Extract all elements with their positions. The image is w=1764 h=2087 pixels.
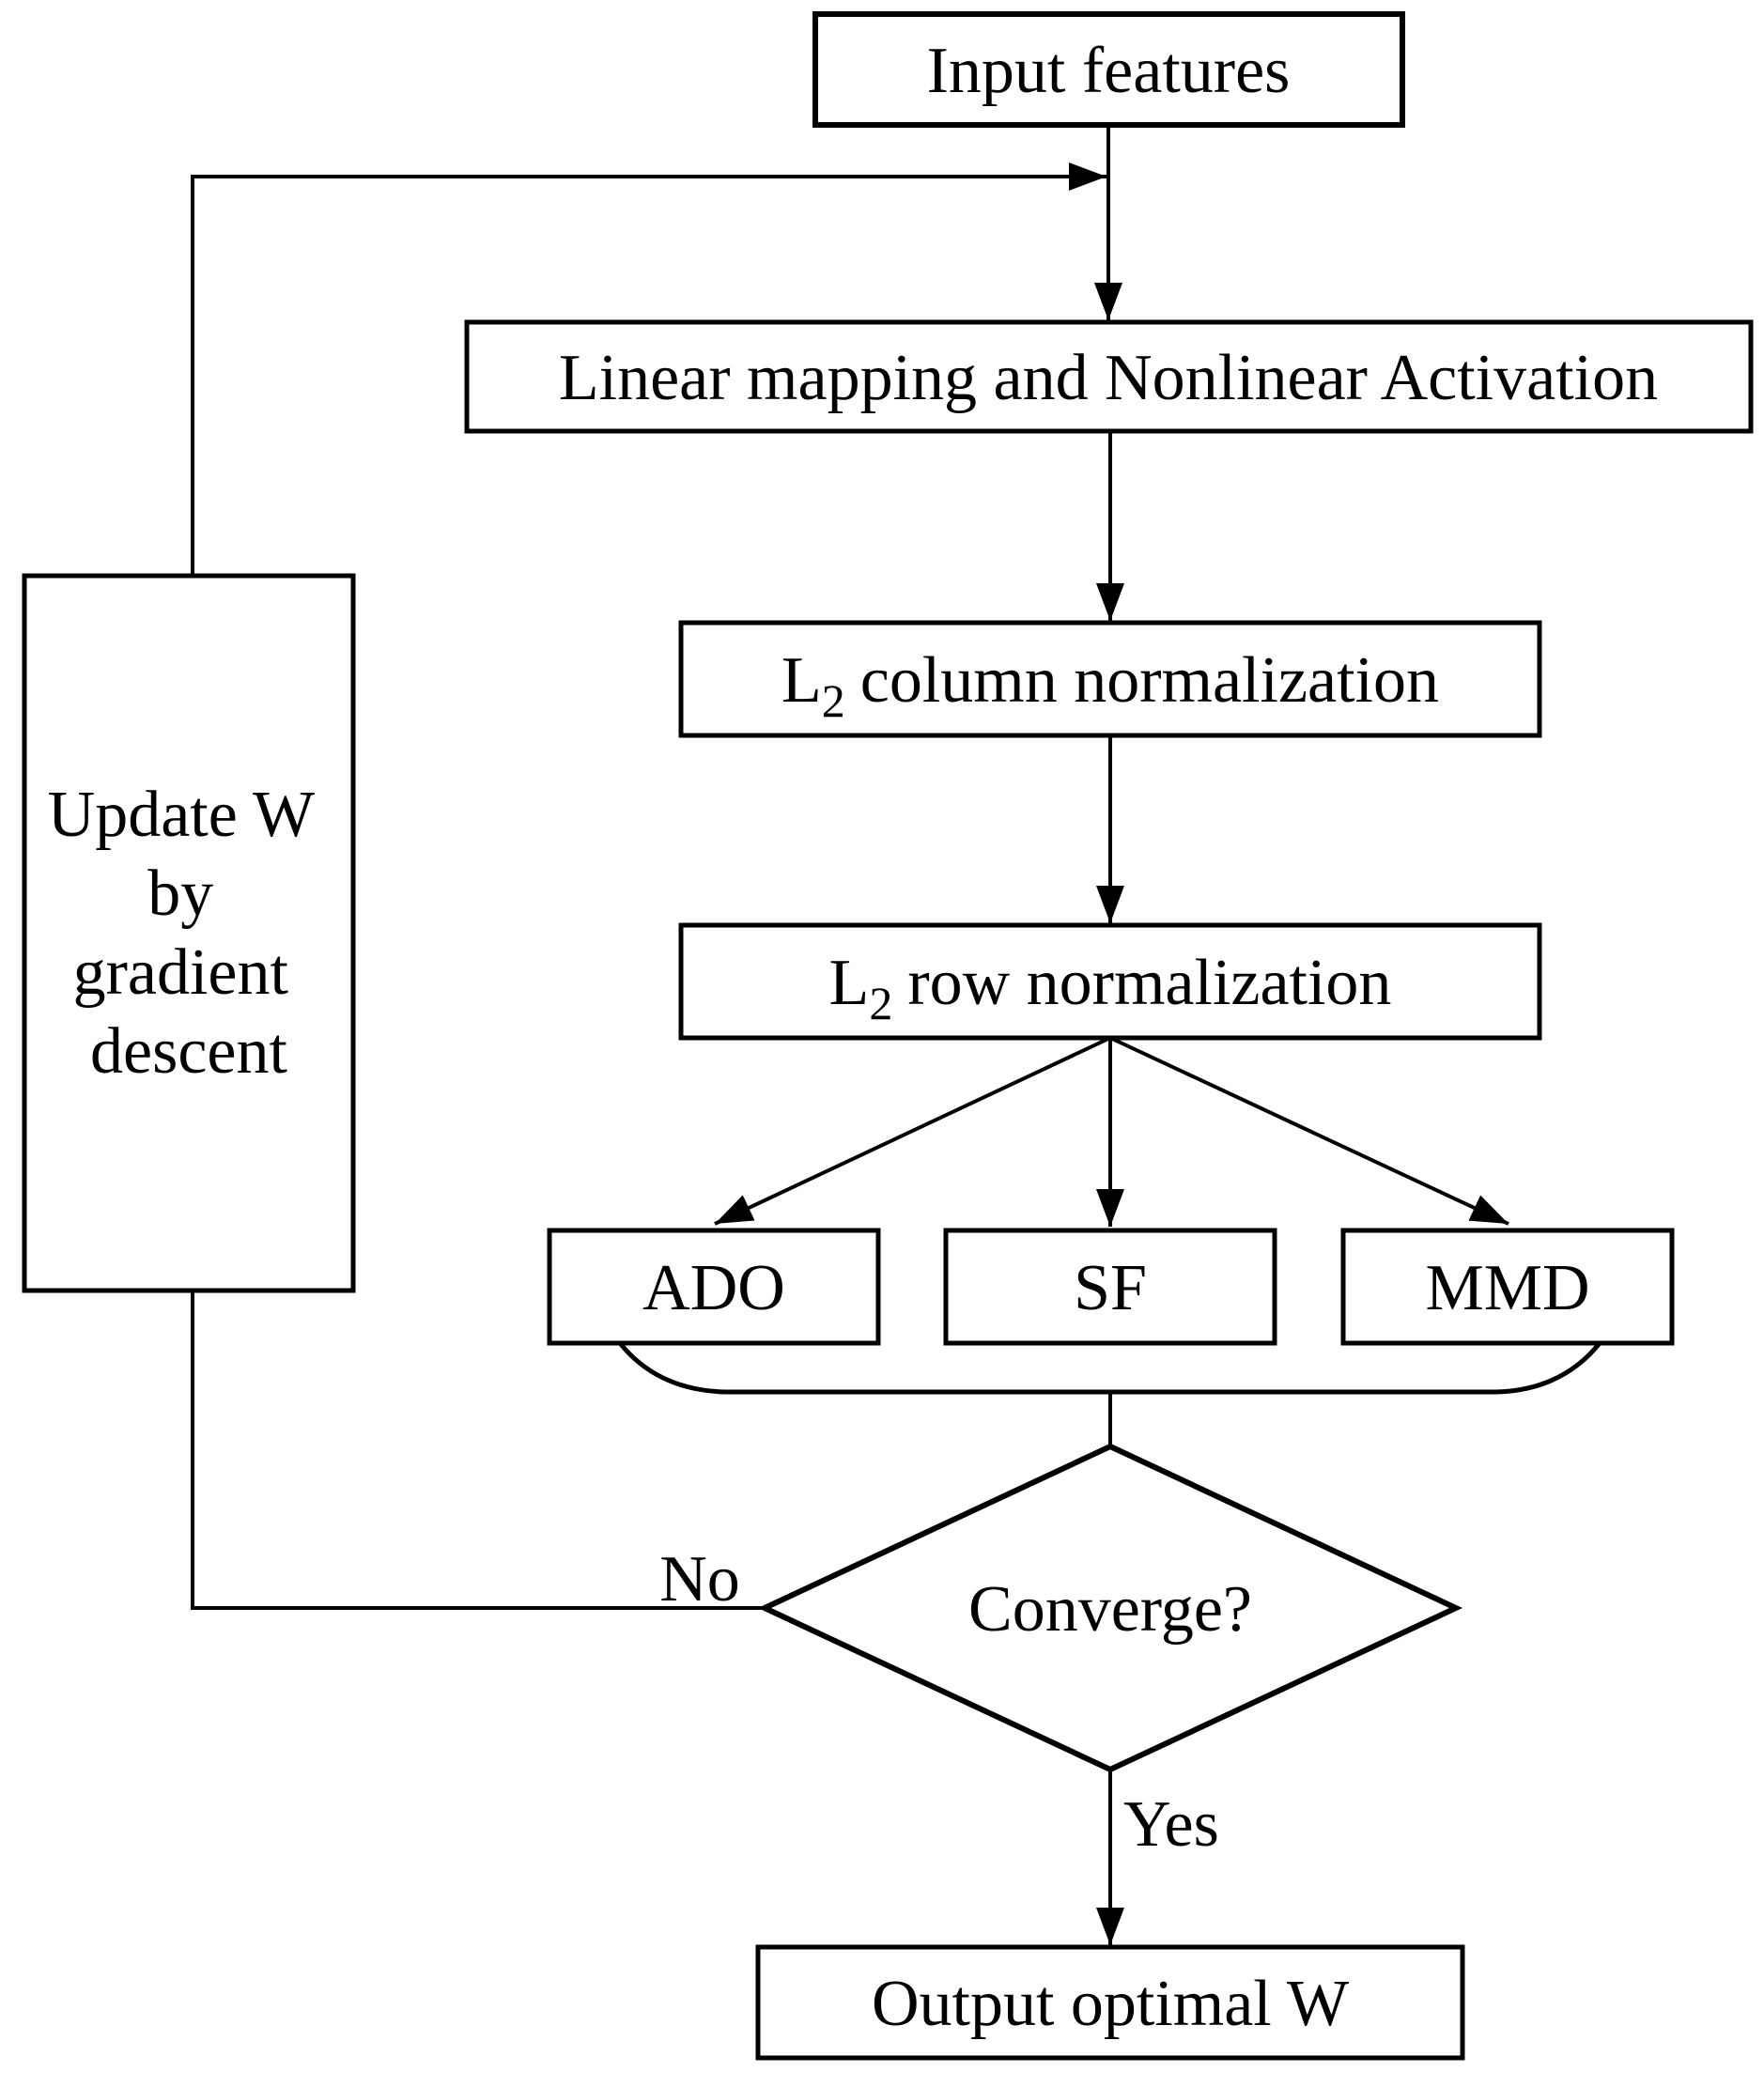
connector-l2row-to-ado xyxy=(714,1036,1111,1226)
node-update-w-label: Update W by gradient descent xyxy=(48,779,331,1088)
update-w-line-2: by xyxy=(147,858,213,930)
l2col-subscript: 2 xyxy=(822,674,845,727)
connector-no-loop xyxy=(191,1291,765,1610)
node-output-optimal-w xyxy=(755,1944,1465,2061)
node-output-optimal-w-label: Output optimal W xyxy=(872,1968,1349,2040)
l2row-prefix: L xyxy=(829,947,870,1019)
node-l2-column-normalization xyxy=(678,620,1542,738)
node-linear-mapping-label: Linear mapping and Nonlinear Activation xyxy=(559,342,1658,414)
node-ado-label: ADO xyxy=(642,1252,785,1324)
node-converge-diamond xyxy=(757,1443,1463,1773)
node-sf xyxy=(943,1228,1277,1346)
connector-loop-return xyxy=(191,162,1106,576)
update-w-line-4: descent xyxy=(90,1015,287,1088)
node-input-features-label: Input features xyxy=(927,35,1291,107)
yes-label: Yes xyxy=(1123,1788,1219,1861)
connector-l2row-to-mmd xyxy=(1109,1036,1509,1226)
brace-merge-curve xyxy=(618,1341,1602,1395)
node-update-w xyxy=(22,573,356,1293)
node-ado xyxy=(547,1228,881,1346)
update-w-line-1: Update W xyxy=(48,779,315,851)
node-mmd-label: MMD xyxy=(1425,1252,1589,1324)
no-label: No xyxy=(659,1543,740,1615)
node-mmd xyxy=(1340,1228,1675,1346)
l2row-rest: row normalization xyxy=(907,947,1391,1019)
node-input-features xyxy=(812,11,1405,128)
node-l2-column-normalization-label: L2 column normalization xyxy=(781,644,1439,727)
update-w-line-3: gradient xyxy=(73,936,289,1009)
node-linear-mapping xyxy=(464,319,1754,434)
l2col-rest: column normalization xyxy=(860,644,1439,717)
node-sf-label: SF xyxy=(1074,1252,1147,1324)
l2col-prefix: L xyxy=(781,644,822,717)
node-l2-row-normalization xyxy=(678,922,1542,1041)
l2row-subscript: 2 xyxy=(869,977,892,1029)
node-l2-row-normalization-label: L2 row normalization xyxy=(829,947,1392,1029)
node-converge-label: Converge? xyxy=(968,1573,1252,1646)
